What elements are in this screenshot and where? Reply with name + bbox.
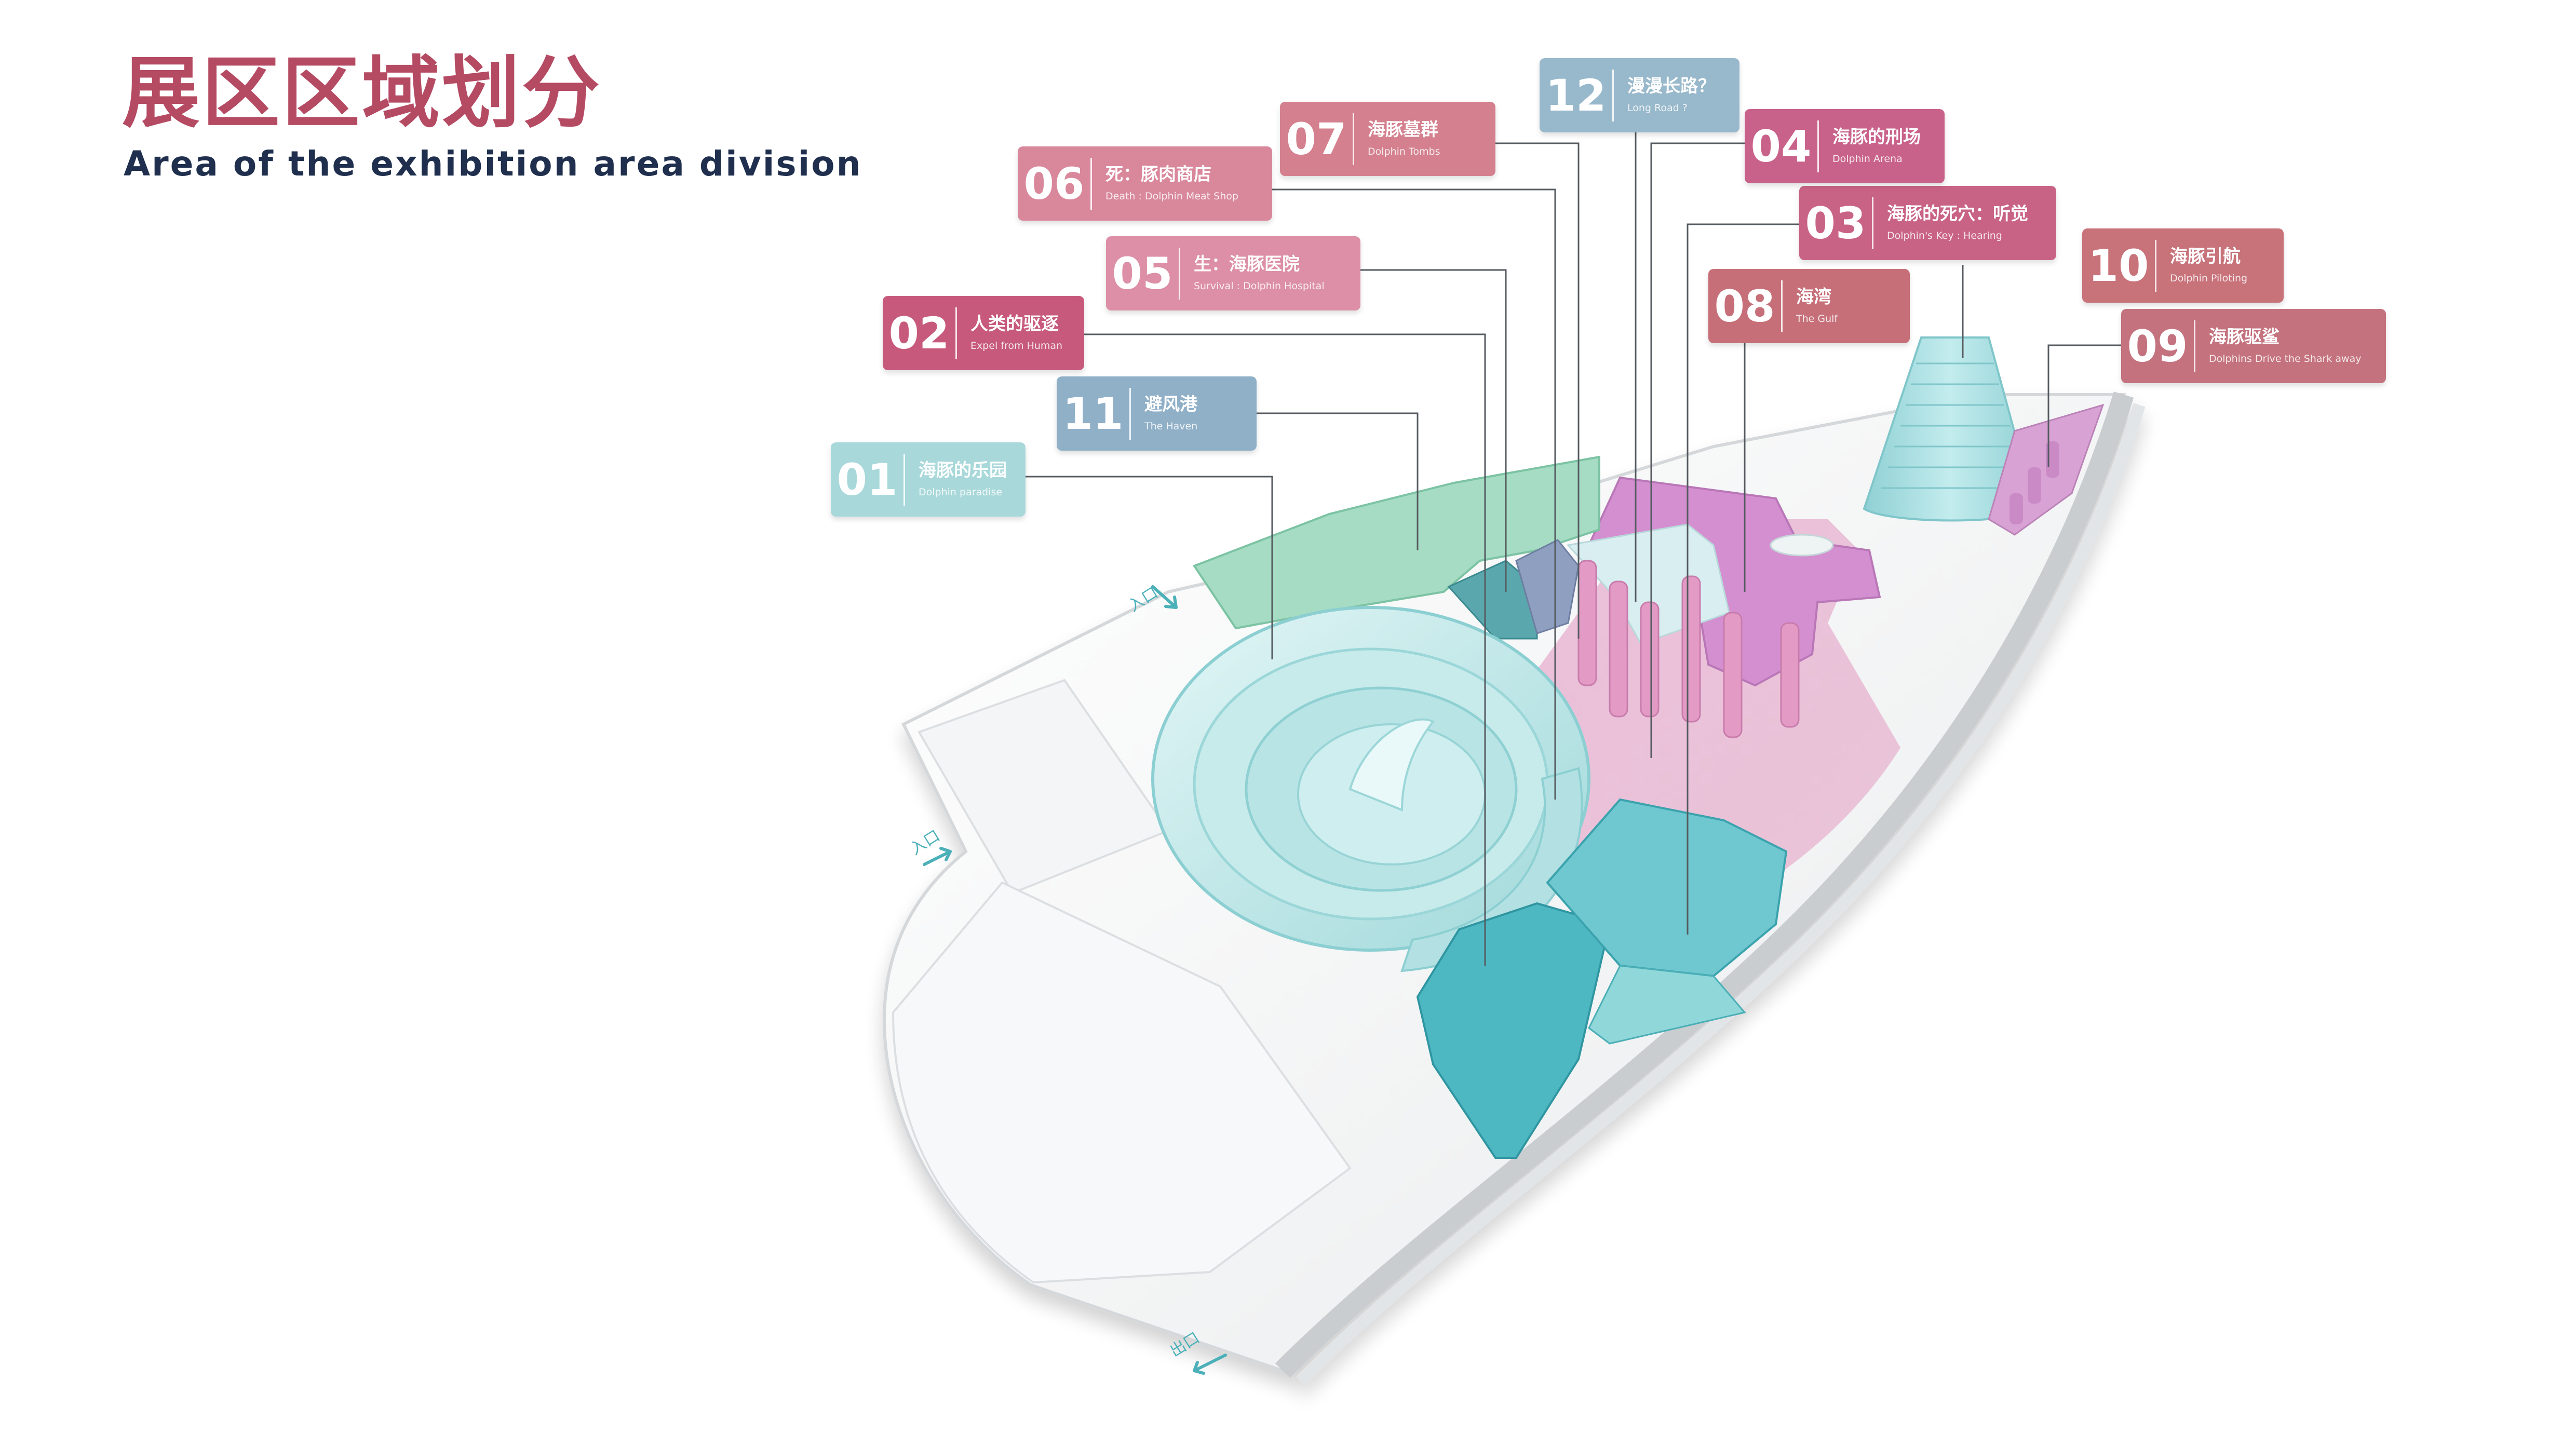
zone-name-en: Death : Dolphin Meat Shop	[1105, 190, 1238, 202]
page-title: 展区区域划分	[122, 48, 602, 139]
zone-name-cn: 生：海豚医院	[1194, 253, 1300, 275]
zone-name-en: Dolphin Tombs	[1368, 145, 1440, 157]
zone-number: 03	[1805, 197, 1866, 249]
leader-lines	[1026, 127, 2121, 966]
zone-name-cn: 海豚驱鲨	[2209, 326, 2280, 347]
zone-name-en: Dolphin's Key : Hearing	[1887, 229, 2002, 241]
zone-name-en: Dolphins Drive the Shark away	[2209, 353, 2362, 364]
zone-name-cn: 海豚的死穴：听觉	[1887, 203, 2028, 224]
zone-number: 11	[1062, 388, 1124, 439]
teal-block-face	[1588, 965, 1746, 1045]
zone-name-cn: 死：豚肉商店	[1105, 164, 1211, 185]
zone-number: 05	[1112, 248, 1173, 299]
zone-number: 04	[1750, 120, 1812, 172]
zone-name-en: The Gulf	[1796, 313, 1838, 324]
zone-number: 06	[1023, 158, 1085, 209]
zone-label-07: 07 海豚墓群 Dolphin Tombs	[1280, 102, 1495, 176]
small-room-slate	[1515, 539, 1580, 634]
zone-name-en: Dolphin Arena	[1832, 153, 1903, 165]
zone-label-02: 02 人类的驱逐 Expel from Human	[883, 296, 1084, 370]
zone-label-05: 05 生：海豚医院 Survival : Dolphin Hospital	[1106, 236, 1360, 310]
zone-label-06: 06 死：豚肉商店 Death : Dolphin Meat Shop	[1018, 146, 1272, 221]
zone-label-10: 10 海豚引航 Dolphin Piloting	[2082, 228, 2284, 303]
zone-label-08: 08 海湾 The Gulf	[1708, 269, 1910, 343]
white-island	[1770, 534, 1834, 557]
zone-number: 02	[888, 307, 950, 359]
zone-name-en: Long Road ?	[1627, 102, 1688, 114]
zone-name-cn: 避风港	[1144, 394, 1197, 415]
zone-name-cn: 海湾	[1796, 286, 1831, 307]
spiral-pool	[1151, 606, 1590, 972]
zone-label-11: 11 避风港 The Haven	[1057, 376, 1257, 451]
zone-name-cn: 漫漫长路？	[1627, 75, 1716, 97]
zone-number: 10	[2088, 240, 2149, 291]
zone-number: 09	[2127, 320, 2188, 372]
zone-name-en: Expel from Human	[970, 340, 1063, 351]
zone-number: 12	[1545, 70, 1607, 121]
zone-label-12: 12 漫漫长路？ Long Road ?	[1540, 58, 1739, 132]
zone-label-01: 01 海豚的乐园 Dolphin paradise	[831, 442, 1026, 517]
zone-name-cn: 海豚的乐园	[919, 459, 1007, 481]
zone-name-cn: 海豚引航	[2170, 246, 2241, 267]
zone-name-en: Dolphin Piloting	[2170, 272, 2248, 284]
pink-pillars	[1577, 560, 1800, 738]
zone-number: 07	[1286, 113, 1347, 165]
zone-number: 01	[837, 454, 898, 505]
zone-label-09: 09 海豚驱鲨 Dolphins Drive the Shark away	[2121, 309, 2386, 383]
zone-label-04: 04 海豚的刑场 Dolphin Arena	[1745, 109, 1945, 183]
zone-name-en: Dolphin paradise	[919, 486, 1003, 498]
zone-name-cn: 人类的驱逐	[970, 313, 1059, 334]
zone-name-en: The Haven	[1144, 420, 1198, 432]
zone-name-cn: 海豚墓群	[1368, 119, 1438, 140]
page-subtitle: Area of the exhibition area division	[124, 144, 862, 184]
zone-name-en: Survival : Dolphin Hospital	[1194, 280, 1325, 292]
zone-number: 08	[1714, 280, 1775, 332]
zone-label-03: 03 海豚的死穴：听觉 Dolphin's Key : Hearing	[1799, 186, 2056, 260]
entrance-arrows	[923, 585, 1227, 1375]
zone-name-cn: 海豚的刑场	[1832, 126, 1921, 147]
